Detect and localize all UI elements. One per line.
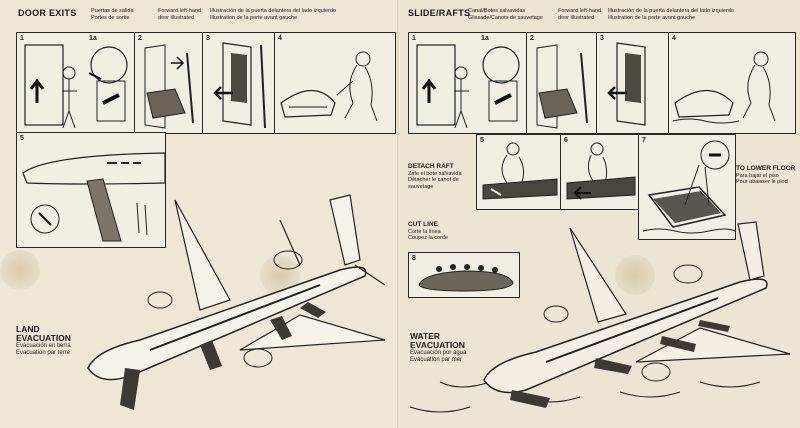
water-evacuation-caption: WATER EVACUATION Evacuación por agua Eva…	[410, 332, 466, 364]
detach-raft-title: DETACH RAFT	[408, 163, 454, 170]
panel-2: 2	[134, 32, 204, 134]
panel-number: 3	[600, 35, 604, 42]
panel-number: 1	[20, 35, 24, 42]
header-line: Forward left-hand	[558, 8, 602, 14]
push-raft-illustration	[566, 142, 636, 200]
detach-raft-illustration	[482, 142, 558, 200]
paper-stain	[0, 250, 40, 290]
header-line: Forward left-hand	[158, 8, 202, 14]
water-evacuation-spanish: Evacuación por agua	[410, 350, 467, 356]
panel-number: 5	[480, 137, 484, 144]
cut-line-title: CUT LINE	[408, 221, 438, 228]
lower-floor-spanish: Para bajar el piso	[736, 172, 779, 179]
header-illustration: Illustración de la puerta delantera del …	[210, 8, 336, 21]
cut-line-spanish: Corte la línea	[408, 228, 441, 235]
land-evacuation-title: EVACUATION	[16, 333, 71, 343]
slide-deployed-illustration	[22, 152, 166, 242]
panel-number: 5	[20, 135, 24, 142]
paper-stain	[615, 255, 655, 295]
panel-2: 2	[526, 32, 598, 134]
panel-number: 4	[672, 35, 676, 42]
lower-floor-french: Pour abaisser le plod	[736, 179, 788, 185]
detach-raft-french: sauvetage	[408, 183, 434, 190]
panel-number: 6	[564, 137, 568, 144]
header-line: Illustración de la puerta delantera del …	[608, 8, 734, 14]
cut-line-french: Coupez la corde	[408, 235, 449, 241]
raft-inflating-illustration	[672, 51, 776, 124]
slide-rafts-title: SLIDE/RAFTS	[408, 8, 471, 18]
header-line: door illustrated	[558, 14, 595, 21]
header-line: Illustration de la porte avant gauche	[608, 14, 696, 21]
door-open-illustration	[536, 44, 588, 129]
land-evacuation-aircraft	[87, 194, 386, 410]
header-line: Illustration de la porte avant gauche	[210, 14, 298, 21]
panel-number: 4	[278, 35, 282, 42]
land-evacuation-title: LAND	[16, 324, 40, 334]
slide-inflating-illustration	[280, 51, 378, 122]
right-page: SLIDE/RAFTS Canal/Botes salvavidas Gliss…	[400, 0, 800, 428]
door-handle-illustration	[416, 44, 520, 129]
detach-raft-spanish: Zafe el bote salvavida	[408, 170, 462, 177]
panel-number: 1a	[481, 35, 489, 42]
header-forward-door: Forward left-hand door illustrated	[558, 8, 601, 21]
water-evacuation-french: Evacuation par mer	[410, 357, 463, 363]
header-line: Portes de sortie	[91, 14, 130, 21]
door-open-illustration	[144, 44, 194, 129]
panel-8: 8	[408, 252, 520, 298]
panel-number: 8	[412, 255, 416, 262]
header-line: Glissade/Canots de sauvetage	[468, 14, 543, 21]
left-page: DOOR EXITS Puertas de salida Portes de s…	[0, 8, 398, 410]
water-evacuation-aircraft	[409, 221, 791, 413]
header-line: Illustración de la puerta delantera del …	[210, 8, 336, 14]
land-evacuation-caption: LAND EVACUATION Evacuación en tierra Eva…	[16, 325, 71, 357]
header-line: door illustrated	[158, 14, 195, 21]
header-spanish-french: Puertas de salida Portes de sortie	[91, 8, 134, 21]
header-forward-door: Forward left-hand door illustrated	[158, 8, 201, 21]
cut-line-caption: CUT LINE Corte la línea Coupez la corde	[408, 221, 476, 242]
water-evacuation-title: WATER	[410, 331, 441, 341]
panel-3: 3	[596, 32, 670, 134]
panel-1: 1 1a	[16, 32, 136, 134]
door-exits-header: DOOR EXITS Puertas de salida Portes de s…	[18, 8, 398, 32]
header-illustration: Illustración de la puerta delantera del …	[608, 8, 734, 21]
panel-5: 5	[476, 134, 562, 210]
panel-4: 4	[668, 32, 796, 134]
door-pushed-illustration	[607, 42, 646, 126]
slide-rafts-header: SLIDE/RAFTS Canal/Botes salvavidas Gliss…	[408, 8, 798, 32]
lower-floor-illustration	[642, 140, 736, 234]
door-pushed-illustration	[213, 42, 266, 129]
panel-number: 1a	[89, 35, 97, 42]
panel-number: 3	[206, 35, 210, 42]
raft-occupied-illustration	[418, 264, 514, 292]
panel-number: 1	[412, 35, 416, 42]
detach-raft-caption: DETACH RAFT Zafe el bote salvavida Détac…	[408, 163, 476, 190]
land-evacuation-french: Evacuation par terre	[16, 350, 71, 356]
panel-7: 7	[638, 134, 736, 240]
panel-3: 3	[202, 32, 276, 134]
panel-number: 2	[138, 35, 142, 42]
water-evacuation-title: EVACUATION	[410, 340, 465, 350]
header-spanish-french: Canal/Botes salvavidas Glissade/Canots d…	[468, 8, 543, 21]
panel-number: 2	[530, 35, 534, 42]
door-handle-illustration	[24, 44, 128, 129]
detach-raft-french: Détacher le canot de	[408, 177, 459, 183]
panel-6: 6	[560, 134, 640, 210]
panel-1: 1 1a	[408, 32, 528, 134]
lower-floor-title: TO LOWER FLOOR	[736, 165, 796, 172]
header-line: Canal/Botes salvavidas	[468, 8, 526, 14]
panel-4: 4	[274, 32, 396, 134]
door-exits-title: DOOR EXITS	[18, 8, 77, 18]
panel-5: 5	[16, 132, 166, 248]
panel-number: 7	[642, 137, 646, 144]
header-line: Puertas de salida	[91, 8, 134, 14]
land-evacuation-spanish: Evacuación en tierra	[16, 343, 71, 349]
lower-floor-caption: TO LOWER FLOOR Para bajar el piso Pour a…	[736, 165, 798, 186]
